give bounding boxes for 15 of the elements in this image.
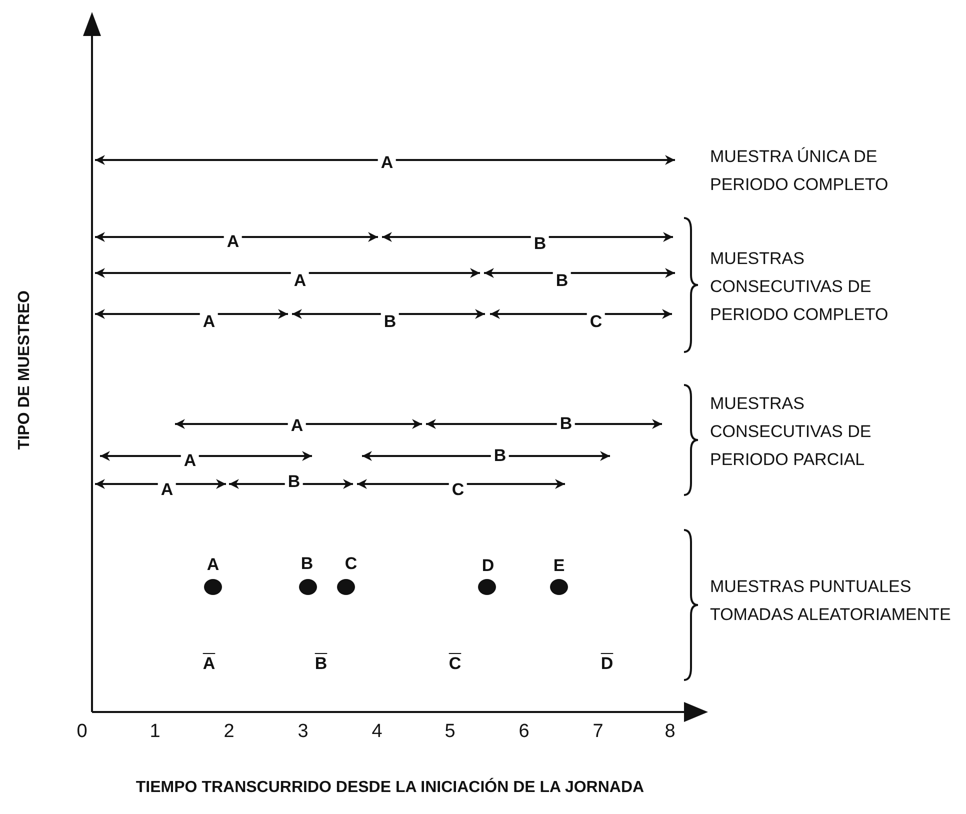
tick-label: 7 <box>592 721 604 743</box>
group-label: MUESTRAS CONSECUTIVAS DE PERIODO COMPLETO <box>710 248 890 326</box>
tick-label: 6 <box>518 721 530 743</box>
tick-label: 5 <box>444 721 456 743</box>
group-label: MUESTRA ÚNICA DE PERIODO COMPLETO <box>710 146 890 196</box>
axis-title: TIPO DE MUESTREO <box>16 290 34 450</box>
group-label: MUESTRAS CONSECUTIVAS DE PERIODO PARCIAL <box>710 393 872 471</box>
tick-label: 0 <box>76 721 88 743</box>
axis-title: TIEMPO TRANSCURRIDO DESDE LA INICIACIÓN DE LA JORNADA <box>134 776 646 798</box>
tick-label: 4 <box>372 721 382 743</box>
group-label: MUESTRAS PUNTUALES TOMADAS ALEATORIAMENTE <box>710 576 952 626</box>
tick-label: 8 <box>664 721 676 743</box>
tick-label: 2 <box>224 721 234 743</box>
tick-label: 1 <box>150 721 160 743</box>
tick-label: 3 <box>298 721 308 743</box>
